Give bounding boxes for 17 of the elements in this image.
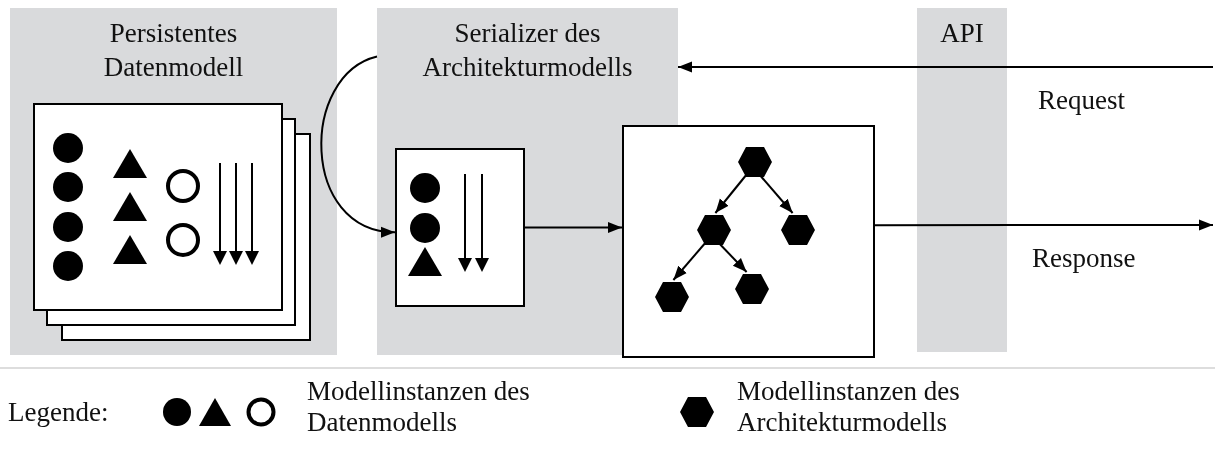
- arrow: [524, 221, 623, 234]
- band-title: API: [939, 17, 985, 50]
- legend-title: Legende:: [7, 396, 110, 428]
- layer-band: [10, 8, 337, 355]
- band-title: Serializer des Architekturmodells: [421, 17, 634, 84]
- arrow: [714, 174, 748, 214]
- tree-box: [622, 125, 875, 358]
- legend-text: Modellinstanzen des Datenmodells: [306, 376, 531, 438]
- arrow: [677, 61, 1214, 73]
- layer-band: [917, 8, 1007, 352]
- arrow: [717, 242, 748, 273]
- arrow: [874, 219, 1214, 231]
- arrow: [320, 55, 396, 236]
- arrow: [672, 242, 707, 281]
- band-title: Persistentes Datenmodell: [102, 17, 245, 84]
- legend-text: Modellinstanzen des Architekturmodells: [736, 376, 961, 438]
- arrow: [758, 174, 794, 214]
